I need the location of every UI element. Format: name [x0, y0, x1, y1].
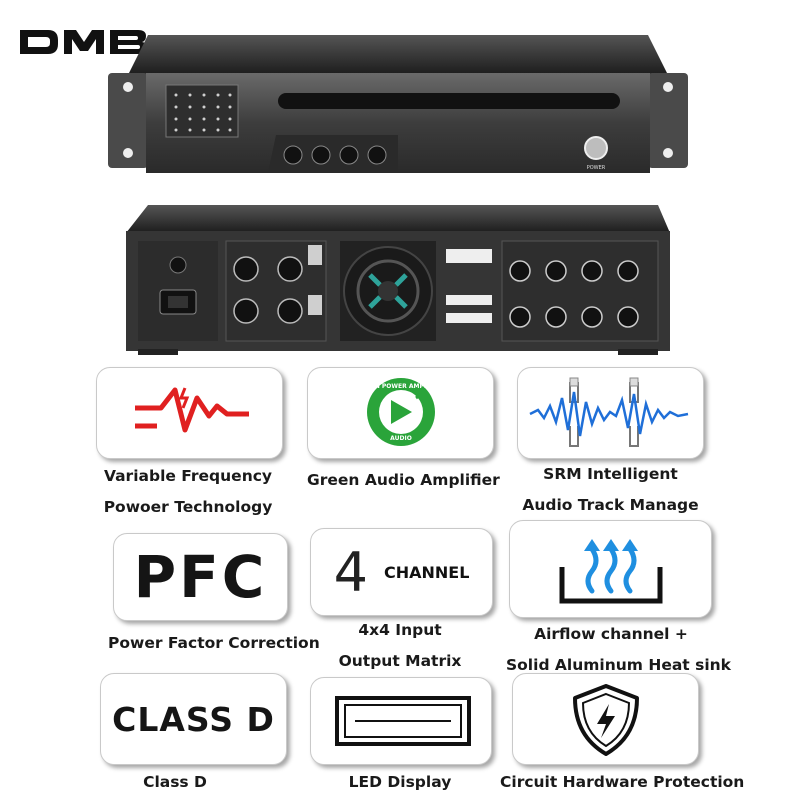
feature-card-four-channel: 4 CHANNEL	[310, 528, 493, 616]
pfc-icon: PFC	[133, 543, 268, 611]
brand-logo	[20, 30, 148, 54]
feature-card-class-d: CLASS D	[100, 673, 287, 765]
feature-card-variable-frequency	[96, 367, 283, 459]
audio-track-icon	[529, 377, 689, 447]
channel-label: CHANNEL	[383, 562, 470, 582]
waveform-spark-icon	[135, 387, 249, 433]
four-channel-icon: 4	[333, 540, 368, 604]
amplifier-front-view: POWER	[108, 35, 688, 173]
feature-card-circuit-protection	[512, 673, 699, 765]
caption-srm-track: SRM Intelligent Audio Track Manage	[522, 465, 699, 514]
caption-four-channel: 4x4 Input Output Matrix	[338, 621, 462, 670]
caption-led-display: LED Display	[348, 773, 452, 791]
power-label: POWER	[587, 165, 606, 171]
caption-circuit-protection: Circuit Hardware Protection	[500, 773, 745, 791]
airflow-heatsink-icon	[559, 539, 663, 604]
shield-lightning-icon	[573, 684, 639, 756]
green-amplifier-badge-icon: GREEN POWER AMPLIFIER AUDIO	[357, 378, 445, 446]
feature-card-srm-track	[517, 367, 704, 459]
feature-card-green-amplifier: GREEN POWER AMPLIFIER AUDIO	[307, 367, 494, 459]
caption-airflow: Airflow channel + Solid Aluminum Heat si…	[506, 625, 731, 674]
led-display-icon	[335, 696, 471, 746]
feature-card-pfc: PFC	[113, 533, 288, 621]
feature-card-airflow	[509, 520, 712, 618]
feature-card-led-display	[310, 677, 492, 765]
class-d-icon: CLASS D	[112, 699, 275, 739]
badge-top-text: GREEN POWER AMPLIFIER	[357, 383, 445, 390]
caption-class-d: Class D	[143, 773, 207, 791]
caption-variable-frequency: Variable Frequency Powoer Technology	[103, 467, 273, 516]
caption-pfc: Power Factor Correction	[108, 634, 320, 652]
amplifier-rear-view	[126, 205, 670, 355]
badge-bottom-text: AUDIO	[390, 435, 412, 442]
caption-green-amplifier: Green Audio Amplifier	[307, 471, 500, 489]
